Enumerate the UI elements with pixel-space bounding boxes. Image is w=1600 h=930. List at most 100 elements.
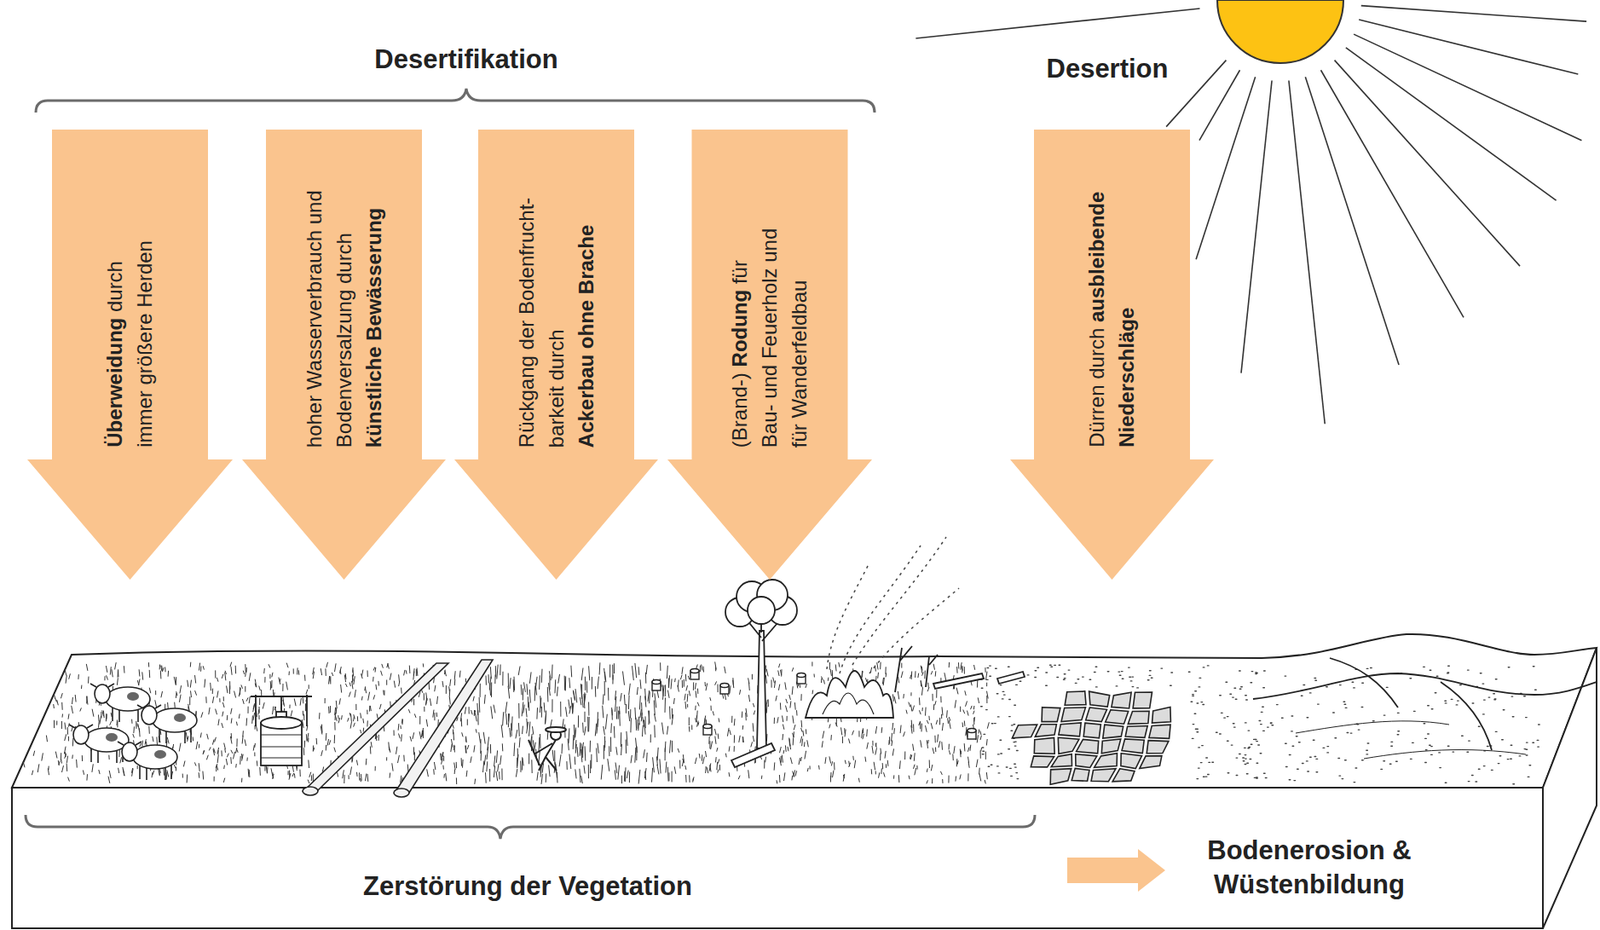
tree-stump xyxy=(720,683,729,695)
soil-plate xyxy=(1091,768,1116,782)
stump-top xyxy=(703,724,712,729)
arrow-text: Dürren durchausbleibende Niederschläge xyxy=(1082,166,1143,448)
sun xyxy=(1217,0,1344,64)
cow-figure xyxy=(117,741,178,780)
soil-plate xyxy=(1058,722,1081,737)
soil-plate xyxy=(1105,710,1129,725)
arrow-shape xyxy=(1010,129,1214,580)
soil-plate xyxy=(1061,707,1086,723)
cause-text: (Brand-) xyxy=(727,372,751,448)
well-figure xyxy=(250,694,312,766)
stump-top xyxy=(690,669,699,674)
sun-ray xyxy=(1361,5,1587,22)
tree-stump xyxy=(690,669,699,681)
label-text: Desertion xyxy=(1046,53,1169,84)
arrow-fill xyxy=(667,129,873,580)
soil-plate xyxy=(1034,724,1057,738)
smoke xyxy=(826,537,959,674)
soil-plate xyxy=(1120,753,1143,769)
sun-ray xyxy=(1199,69,1241,140)
cause-text: Rückgang der Bodenfrucht- barkeit durch xyxy=(514,197,567,449)
channel-end xyxy=(393,788,410,798)
tree-stump xyxy=(967,728,977,740)
soil-plate xyxy=(1139,756,1162,769)
cow-body xyxy=(105,687,151,711)
tree-figure xyxy=(725,579,798,768)
cow-spot xyxy=(127,692,139,701)
cause-arrow: hoher Wasserverbrauch und Bodenversalzun… xyxy=(242,129,446,580)
soil-plate xyxy=(1121,739,1144,754)
well-top xyxy=(260,716,302,729)
cause-keyword: künstliche Bewässerung xyxy=(358,166,389,448)
heading-label: Zerstörung der Vegetation xyxy=(363,869,693,904)
cow-spot xyxy=(173,713,186,723)
slab-front xyxy=(11,787,1543,929)
dune-crest xyxy=(1253,673,1597,699)
sun-ray xyxy=(1305,76,1399,365)
cause-keyword: Überweidung xyxy=(103,317,127,448)
sun-ray xyxy=(1288,80,1325,424)
flames xyxy=(805,670,894,718)
sun-ray xyxy=(1321,69,1465,318)
soil-plate xyxy=(1064,691,1086,705)
soil-plate xyxy=(1149,724,1171,739)
soil-plate xyxy=(1011,724,1037,739)
soil-plate xyxy=(1152,707,1172,724)
soil-plate xyxy=(1094,753,1118,769)
cow-head xyxy=(73,725,89,745)
soil-plate xyxy=(1050,768,1072,786)
burnt-tree xyxy=(895,646,938,693)
farmer-hat xyxy=(545,727,567,733)
stump-top xyxy=(720,683,729,688)
heading-label: Bodenerosion & Wüstenbildung xyxy=(1194,833,1425,903)
arrow-text: hoher Wasserverbrauch und Bodenversalzun… xyxy=(299,166,388,448)
tree-stump xyxy=(797,673,806,685)
sun-ray xyxy=(1345,47,1557,201)
channel-end xyxy=(302,786,318,796)
cause-arrow: (Brand-)Rodungfür Bau- und Feuerholz und… xyxy=(667,129,873,580)
bracket-top xyxy=(35,88,875,113)
dune-slope xyxy=(1329,658,1398,708)
arrow-text: Überweidungdurch immer größere Herden xyxy=(100,217,161,448)
cow-figure xyxy=(69,724,129,763)
sun-ray xyxy=(1166,60,1226,128)
farmer-body xyxy=(528,739,557,771)
arrow-fill xyxy=(454,129,659,580)
soil-plate xyxy=(1146,740,1169,754)
cow-ears xyxy=(117,741,142,746)
flames-inner xyxy=(822,693,874,715)
grass-texture xyxy=(23,661,989,785)
dune-ripple xyxy=(1295,721,1450,734)
cracked-soil xyxy=(1011,691,1171,785)
label-text: Bodenerosion & Wüstenbildung xyxy=(1207,835,1411,900)
cause-arrow: Rückgang der Bodenfrucht- barkeit durchA… xyxy=(454,129,659,580)
soil-plate xyxy=(1112,768,1135,782)
soil-plate xyxy=(1075,754,1098,769)
cow-figure xyxy=(137,704,197,744)
stump-top xyxy=(652,680,661,685)
soil-plate xyxy=(1076,739,1099,754)
cow-body xyxy=(152,708,197,733)
cow-head xyxy=(94,684,110,704)
cow-body xyxy=(132,745,178,769)
soil-plate xyxy=(1101,739,1121,754)
arrow-text: Rückgang der Bodenfrucht- barkeit durchA… xyxy=(511,166,601,448)
sun-ray xyxy=(915,8,1200,39)
soil-plate xyxy=(1041,707,1061,723)
soil-plate xyxy=(1125,726,1148,739)
sun-ray xyxy=(1195,76,1256,260)
heading-label: Desertion xyxy=(1046,51,1169,87)
arrow-shape xyxy=(27,129,233,580)
sun-ray xyxy=(1241,80,1272,373)
cow-ears xyxy=(137,704,162,709)
label-text: Zerstörung der Vegetation xyxy=(363,871,693,902)
soil-plate xyxy=(1111,692,1132,709)
cause-keyword: Ackerbau ohne Brache xyxy=(571,166,601,448)
tree-crown xyxy=(747,596,775,624)
soil-plate xyxy=(1071,768,1090,781)
soil-plate xyxy=(1085,707,1108,723)
bracket-bottom xyxy=(25,814,1035,839)
arrow-fill xyxy=(242,129,446,580)
tree-stump xyxy=(652,680,661,692)
soil-plate xyxy=(1127,710,1150,724)
